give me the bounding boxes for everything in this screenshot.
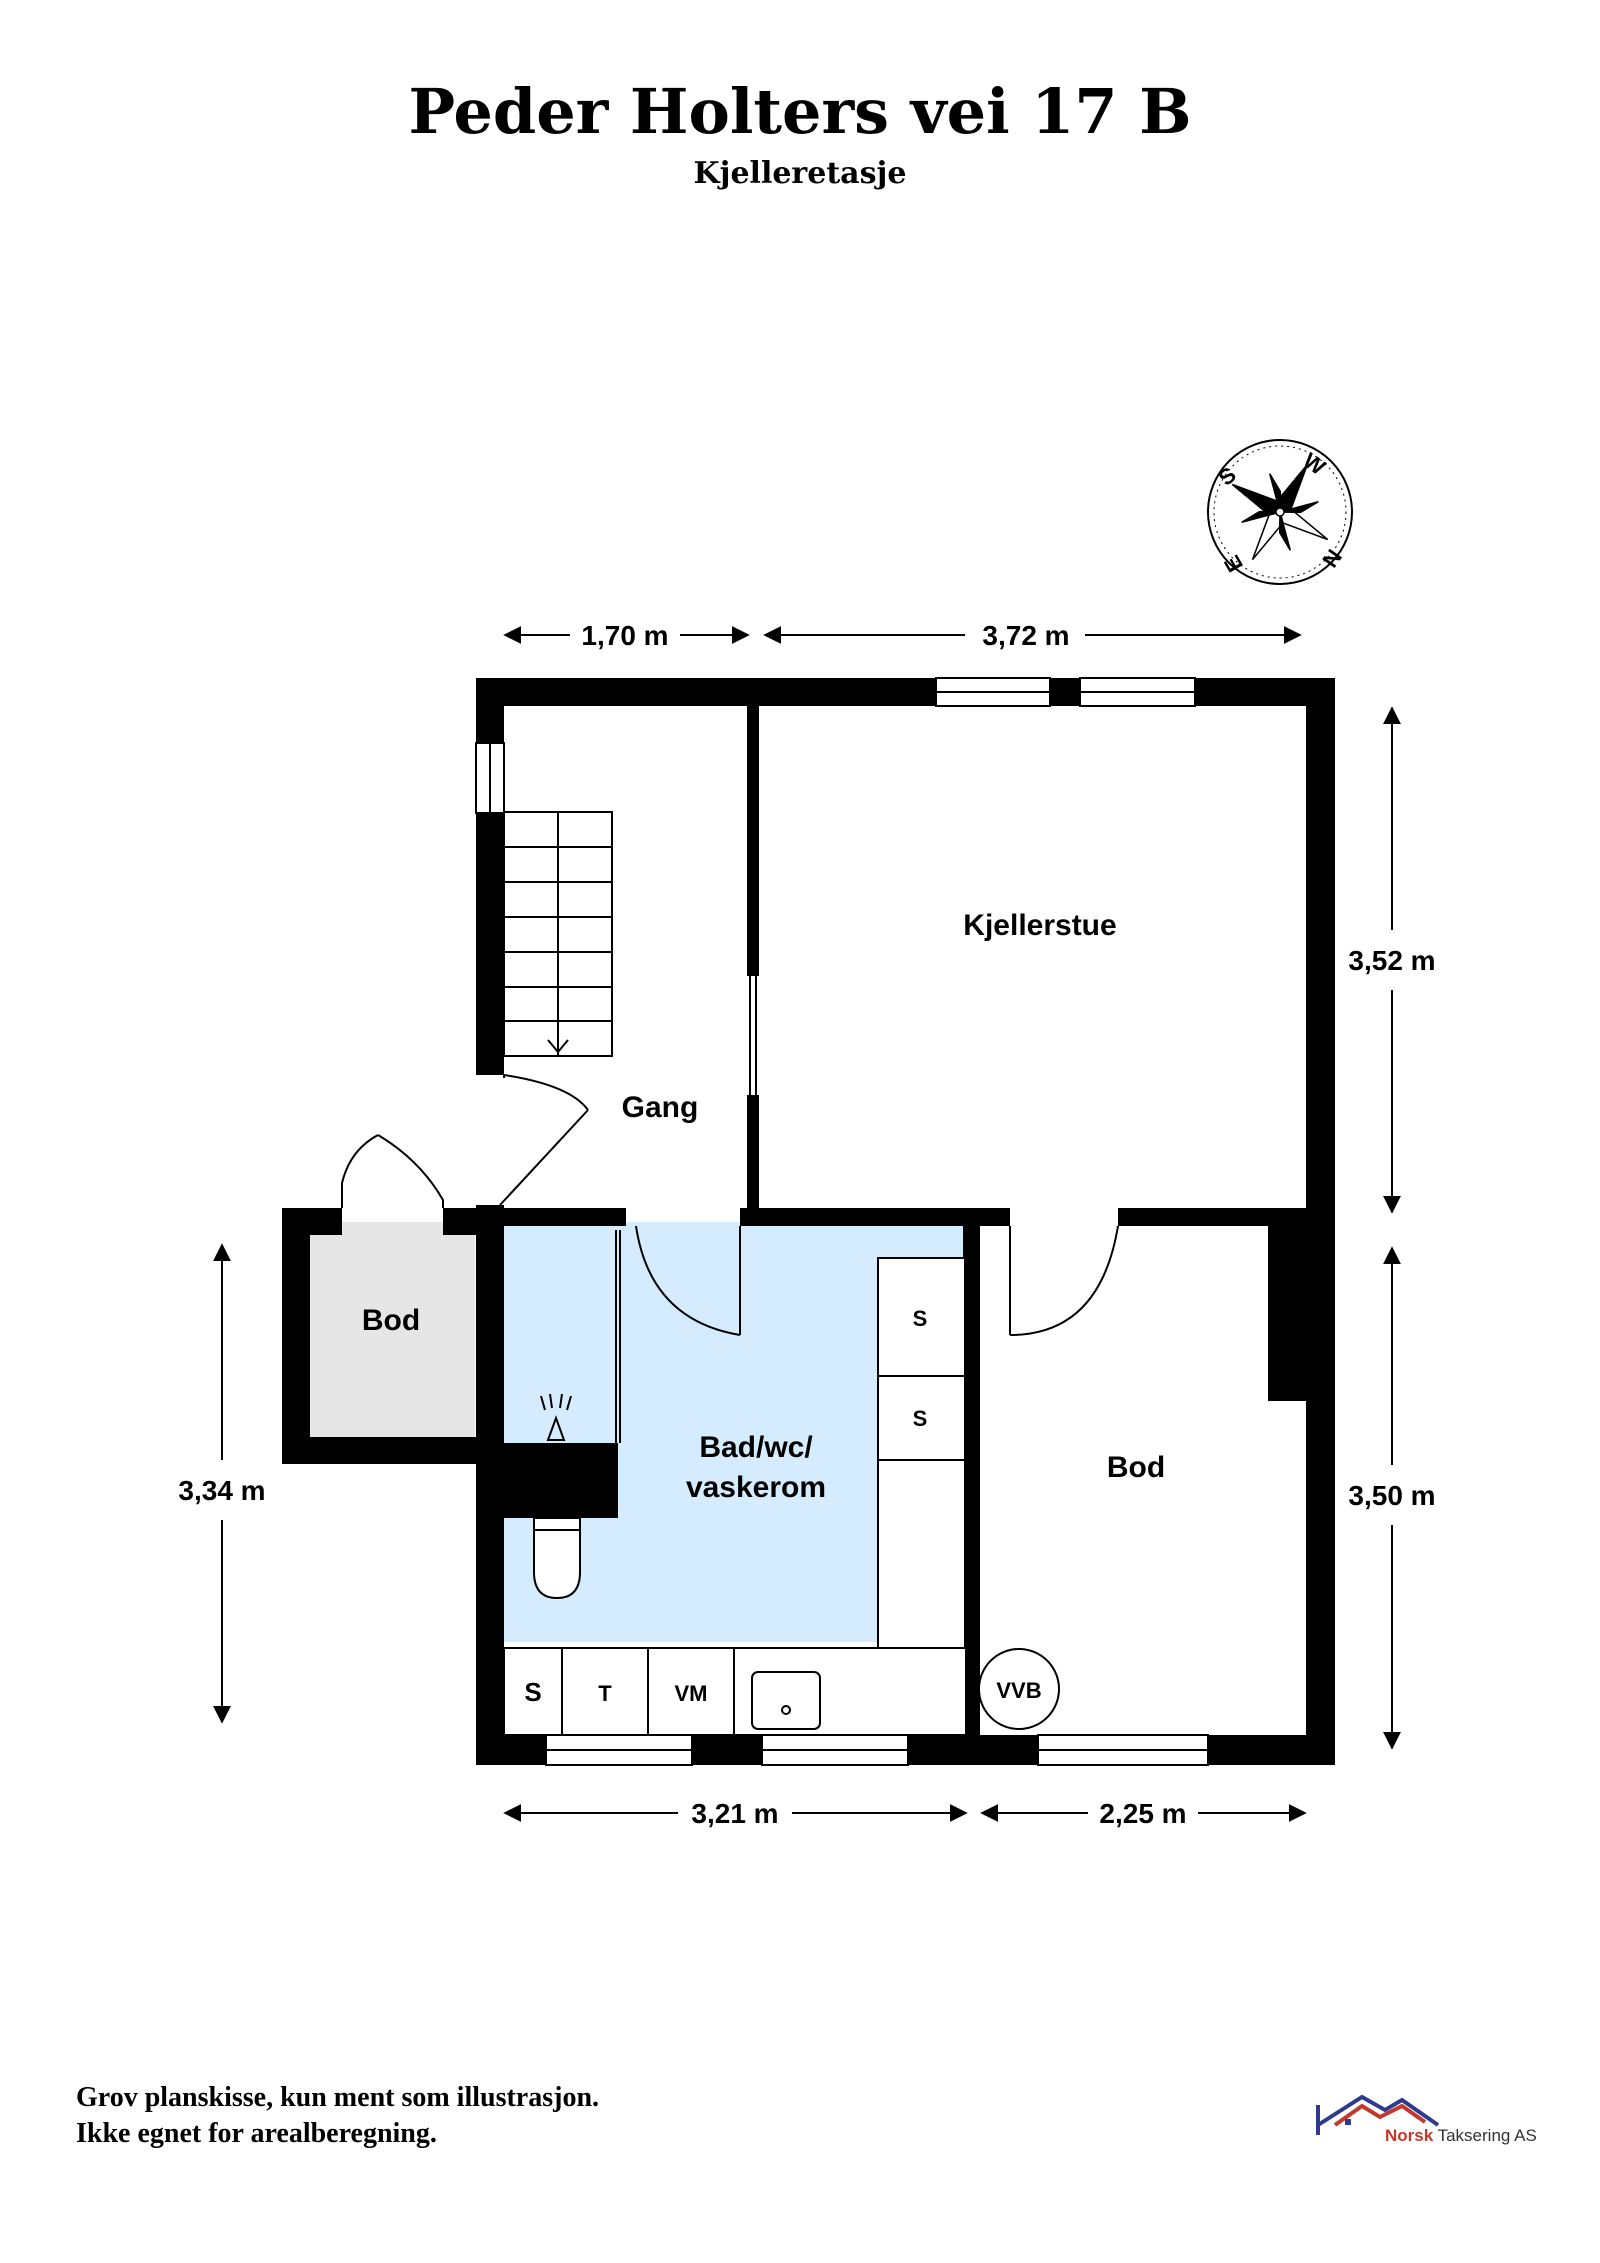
fixture-label-t: T bbox=[598, 1681, 612, 1706]
dimension-left: 3,34 m bbox=[178, 1475, 265, 1506]
room-label-bathroom-line1: Bad/wc/ bbox=[699, 1431, 813, 1464]
fixture-label-s: S bbox=[524, 1677, 541, 1707]
disclaimer-line2: Ikke egnet for arealberegning. bbox=[76, 2118, 437, 2149]
shower-drain-icon bbox=[540, 1393, 572, 1441]
dimension-top-right: 3,72 m bbox=[982, 620, 1069, 651]
logo-brand-b: Taksering AS bbox=[1433, 2126, 1537, 2145]
page-title: Peder Holters vei 17 B bbox=[408, 75, 1191, 148]
dimension-lines bbox=[213, 626, 1401, 1822]
dimension-top-left: 1,70 m bbox=[581, 620, 668, 651]
cabinet-label-upper: S bbox=[913, 1306, 928, 1331]
compass-rose-icon: S W N E bbox=[1207, 439, 1353, 585]
fixture-label-vvb: VVB bbox=[996, 1678, 1041, 1703]
room-label-large-bod: Bod bbox=[1107, 1451, 1165, 1484]
room-label-kjellerstue: Kjellerstue bbox=[963, 909, 1116, 942]
cabinet-label-lower: S bbox=[913, 1406, 928, 1431]
fixture-label-vm: VM bbox=[675, 1681, 708, 1706]
walls bbox=[282, 678, 1335, 1765]
logo-text: Norsk Taksering AS bbox=[1385, 2126, 1537, 2145]
toilet bbox=[533, 1517, 581, 1600]
small-storage-floor bbox=[310, 1222, 475, 1437]
dimension-bottom-left: 3,21 m bbox=[691, 1798, 778, 1829]
disclaimer-line1: Grov planskisse, kun ment som illustrasj… bbox=[76, 2082, 599, 2113]
room-label-small-bod: Bod bbox=[362, 1304, 420, 1337]
cabinet-column bbox=[877, 1257, 966, 1649]
windows bbox=[475, 677, 1209, 1766]
fixture-row bbox=[503, 1647, 967, 1736]
room-label-bathroom-line2: vaskerom bbox=[686, 1471, 826, 1504]
company-logo: Norsk Taksering AS bbox=[1316, 2094, 1537, 2145]
dimension-right-upper: 3,52 m bbox=[1348, 945, 1435, 976]
dimension-right-lower: 3,50 m bbox=[1348, 1480, 1435, 1511]
doors bbox=[341, 1074, 1119, 1443]
floor-subtitle: Kjelleretasje bbox=[694, 156, 907, 191]
logo-brand-a: Norsk bbox=[1385, 2126, 1434, 2145]
water-heater-icon bbox=[978, 1648, 1060, 1730]
stairs bbox=[503, 811, 613, 1057]
dimension-bottom-right: 2,25 m bbox=[1099, 1798, 1186, 1829]
sliding-door bbox=[749, 976, 757, 1095]
room-label-gang: Gang bbox=[622, 1091, 699, 1124]
